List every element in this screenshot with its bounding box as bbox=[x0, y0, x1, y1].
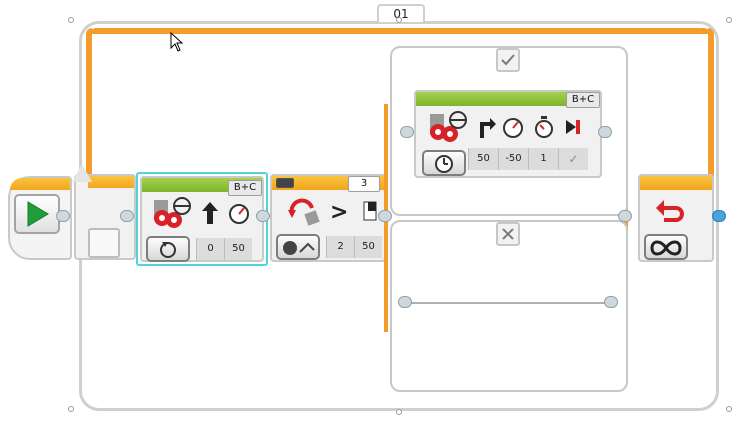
loop-sequence-wire-left bbox=[86, 28, 92, 176]
power-param[interactable]: 50 bbox=[224, 238, 252, 260]
selection-handle[interactable] bbox=[68, 406, 74, 412]
switch-case-false-tab[interactable] bbox=[496, 222, 520, 246]
timer-icon bbox=[435, 155, 453, 173]
move-tank-icon bbox=[430, 111, 467, 142]
move-tank-block-1[interactable]: B+C 0 50 bbox=[136, 172, 268, 266]
brake-icon bbox=[566, 120, 580, 134]
steering-param[interactable]: 0 bbox=[196, 238, 224, 260]
loop-entry-notch bbox=[72, 164, 92, 182]
switch-threshold-param[interactable]: 50 bbox=[354, 236, 382, 258]
play-icon bbox=[27, 201, 49, 227]
brake-param-2[interactable]: ✓ bbox=[558, 148, 588, 170]
move-tank-2-input-port[interactable] bbox=[400, 126, 414, 138]
motor-ports-label-2[interactable]: B+C bbox=[566, 92, 600, 108]
switch-type-icon[interactable] bbox=[276, 178, 294, 188]
move-tank-icon bbox=[154, 197, 191, 228]
loop-sequence-wire-right bbox=[708, 28, 714, 178]
loop-entry-output-port[interactable] bbox=[120, 210, 134, 222]
switch-mode-selector[interactable] bbox=[276, 234, 320, 260]
move-tank-1-output-port[interactable] bbox=[256, 210, 270, 222]
start-output-port[interactable] bbox=[56, 210, 70, 222]
loop-output-port[interactable] bbox=[712, 210, 726, 222]
switch-compare-param[interactable]: 2 bbox=[326, 236, 354, 258]
mode-selector-seconds[interactable] bbox=[422, 150, 466, 176]
switch-case-false-wire bbox=[402, 302, 614, 304]
move-tank-2-output-port[interactable] bbox=[598, 126, 612, 138]
loop-entry-bottom-tab bbox=[88, 228, 120, 258]
move-tank-stripe-2 bbox=[416, 92, 600, 106]
switch-output-port[interactable] bbox=[378, 210, 392, 222]
loop-interrupt-icon bbox=[656, 200, 684, 222]
stopwatch-icon bbox=[535, 116, 553, 138]
switch-port-label[interactable]: 3 bbox=[348, 176, 380, 192]
case-false-output-port[interactable] bbox=[604, 296, 618, 308]
switch-block[interactable]: 3 > 2 50 bbox=[270, 174, 386, 262]
switch-case-false[interactable] bbox=[390, 220, 628, 392]
motor-rotation-icon bbox=[288, 198, 320, 226]
start-block-stripe bbox=[10, 178, 70, 190]
selection-handle[interactable] bbox=[68, 17, 74, 23]
loop-sequence-wire-top bbox=[90, 28, 710, 34]
selection-handle[interactable] bbox=[396, 409, 402, 415]
x-icon bbox=[502, 228, 514, 240]
greater-than-icon: > bbox=[330, 200, 349, 225]
start-block[interactable] bbox=[8, 176, 72, 260]
move-tank-body-1: B+C 0 50 bbox=[140, 176, 264, 262]
speed-param-2[interactable]: -50 bbox=[498, 148, 528, 170]
rotations-icon bbox=[160, 242, 176, 258]
loop-mode-selector[interactable] bbox=[644, 234, 688, 260]
turn-icon bbox=[480, 118, 496, 138]
move-tank-block-2[interactable]: B+C 50 -50 1 ✓ bbox=[414, 90, 602, 178]
switch-case-true-tab[interactable] bbox=[496, 48, 520, 72]
motor-ports-label-1[interactable]: B+C bbox=[228, 180, 262, 196]
selection-handle[interactable] bbox=[726, 17, 732, 23]
speed-gauge-icon bbox=[503, 118, 523, 138]
compare-icon bbox=[283, 241, 315, 255]
selection-handle[interactable] bbox=[396, 17, 402, 23]
power-gauge-icon bbox=[229, 204, 249, 224]
steering-param-2[interactable]: 50 bbox=[468, 148, 498, 170]
mouse-cursor-icon bbox=[170, 32, 184, 52]
selection-handle[interactable] bbox=[726, 406, 732, 412]
threshold-icon bbox=[363, 201, 377, 221]
switch-exit-port[interactable] bbox=[618, 210, 632, 222]
check-icon bbox=[501, 54, 515, 66]
mode-selector-rotations[interactable] bbox=[146, 236, 190, 262]
case-false-input-port[interactable] bbox=[398, 296, 412, 308]
loop-end-stripe bbox=[640, 176, 712, 190]
loop-end-block[interactable] bbox=[638, 174, 714, 262]
start-button[interactable] bbox=[14, 194, 60, 234]
arrow-up-icon bbox=[202, 202, 218, 224]
infinity-icon bbox=[650, 240, 682, 256]
seconds-param-2[interactable]: 1 bbox=[528, 148, 558, 170]
loop-entry-stripe bbox=[88, 176, 134, 188]
